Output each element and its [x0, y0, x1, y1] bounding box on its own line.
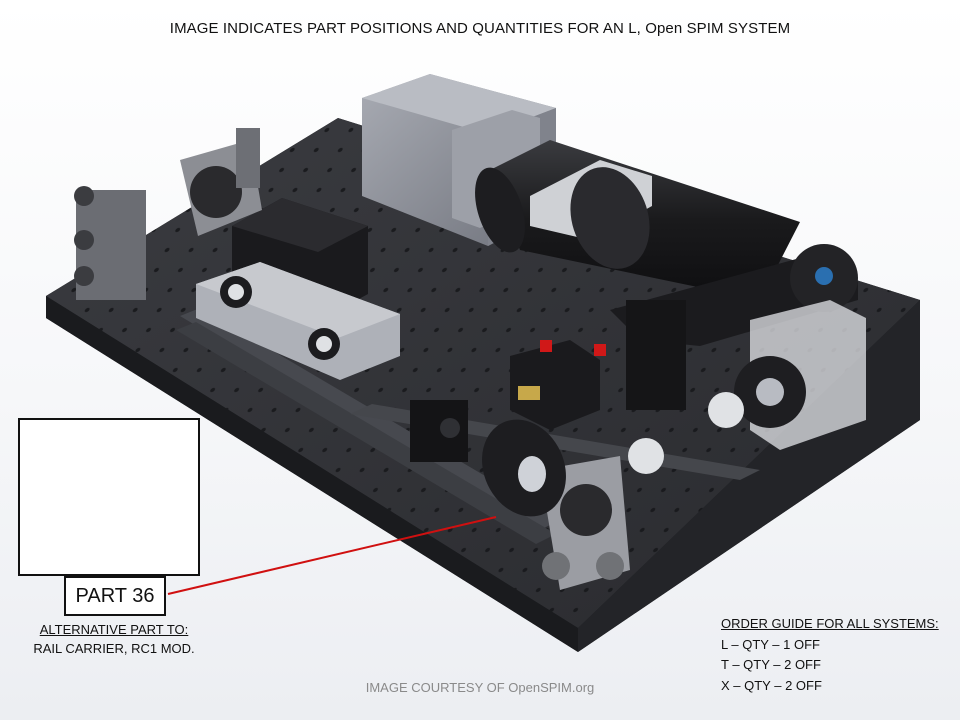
order-guide-heading: ORDER GUIDE FOR ALL SYSTEMS:	[721, 616, 939, 631]
image-courtesy: IMAGE COURTESY OF OpenSPIM.org	[365, 680, 595, 695]
alternative-heading: ALTERNATIVE PART TO:	[39, 622, 189, 637]
detection-tube	[475, 140, 800, 300]
leader-line	[167, 516, 497, 595]
part-36-inset	[18, 418, 200, 576]
order-guide: ORDER GUIDE FOR ALL SYSTEMS: L – QTY – 1…	[721, 614, 939, 696]
page-title: IMAGE INDICATES PART POSITIONS AND QUANT…	[169, 20, 791, 37]
centre-stage	[510, 340, 606, 430]
order-line-x: X – QTY – 2 OFF	[721, 677, 822, 693]
order-line-l: L – QTY – 1 OFF	[721, 636, 820, 652]
part-label: PART 36	[64, 576, 166, 616]
sample-arm	[610, 244, 858, 410]
order-line-t: T – QTY – 2 OFF	[721, 657, 821, 672]
sample-chamber	[734, 300, 866, 450]
lens-holders	[220, 276, 744, 517]
alternative-text: RAIL CARRIER, RC1 MOD.	[33, 641, 195, 656]
